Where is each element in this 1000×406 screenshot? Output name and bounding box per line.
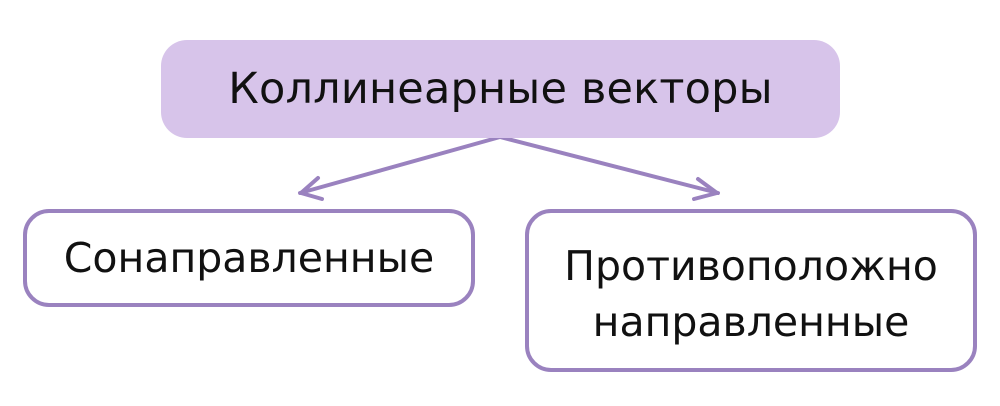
child-node-codirectional: Сонаправленные: [23, 209, 475, 307]
root-node-label: Коллинеарные векторы: [228, 64, 773, 114]
arrow-to-codirectional: [298, 135, 502, 195]
child-node-oppositely-directed: Противоположно направленные: [525, 209, 977, 372]
child-node-codirectional-label: Сонаправленные: [63, 234, 435, 282]
arrowhead-left: [299, 176, 324, 201]
arrow-to-opposite: [498, 135, 720, 195]
child-node-oppositely-label-line2: направленные: [592, 297, 910, 346]
root-node-collinear-vectors: Коллинеарные векторы: [161, 40, 840, 138]
child-node-oppositely-label-line1: Противоположно: [564, 241, 938, 290]
arrowhead-right: [692, 177, 719, 201]
